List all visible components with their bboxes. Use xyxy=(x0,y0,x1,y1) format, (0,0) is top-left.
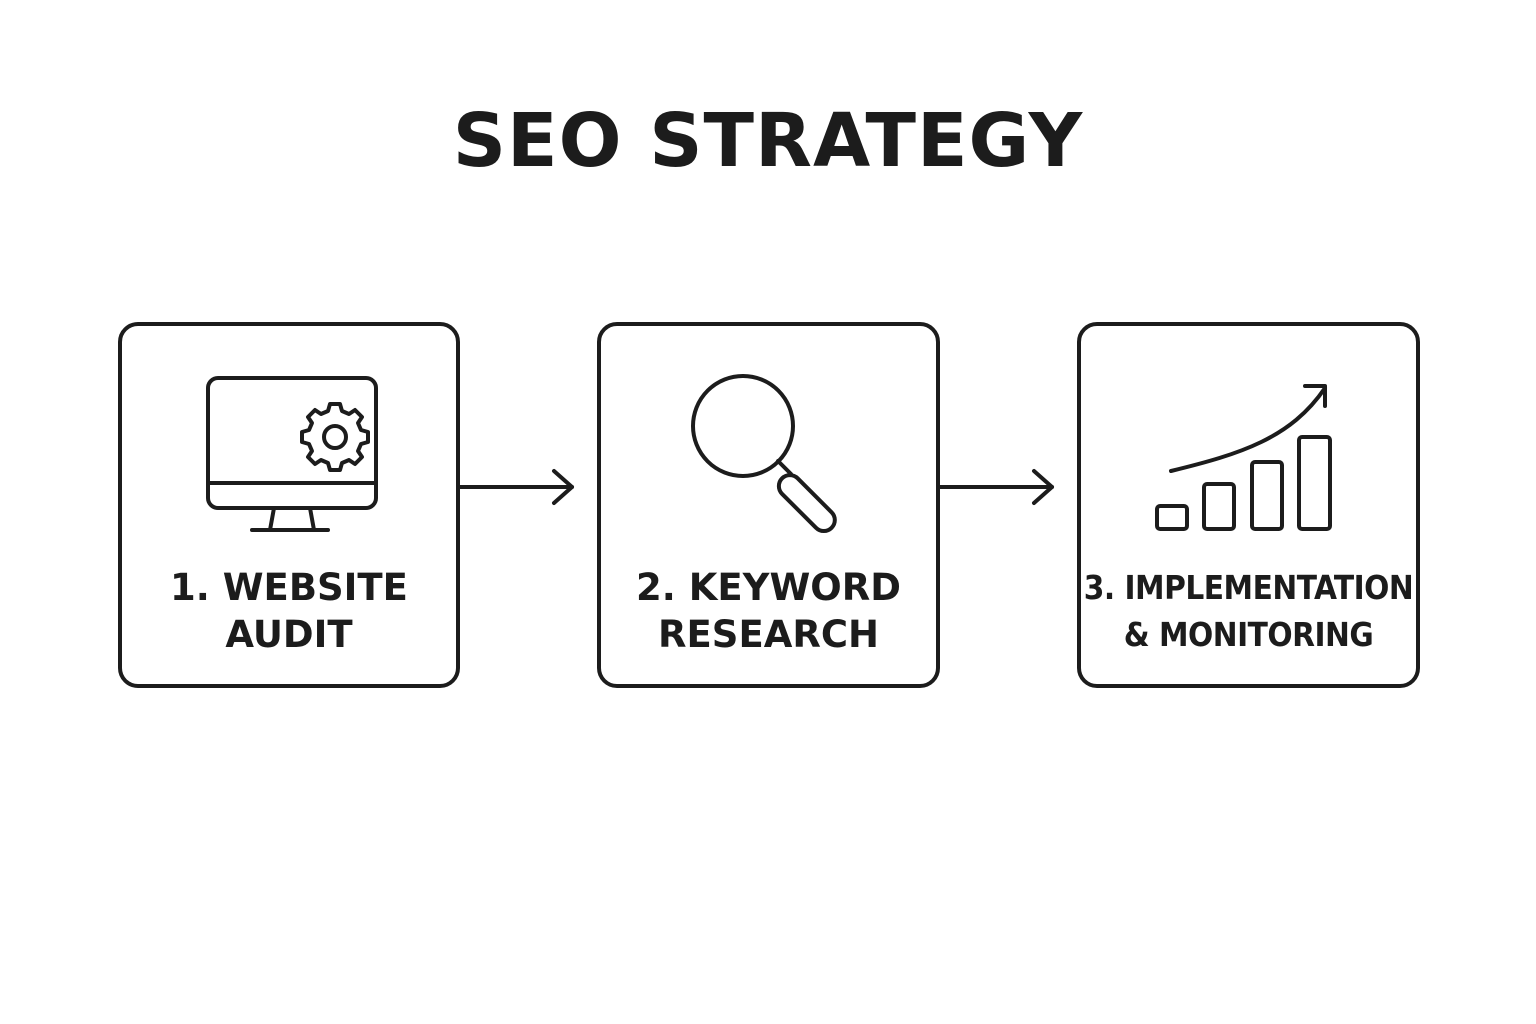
arrow-right-icon xyxy=(460,469,574,505)
step-label-implementation-monitoring: 3. IMPLEMENTATION & MONITORING xyxy=(1081,564,1416,658)
step-card-website-audit: 1. WEBSITE AUDIT xyxy=(118,322,460,688)
step-label-line: RESEARCH xyxy=(658,613,879,656)
step-label-line: 2. KEYWORD xyxy=(636,566,901,609)
step-label-line: & MONITORING xyxy=(1123,615,1374,654)
step-label-line: AUDIT xyxy=(225,613,353,656)
monitor-gear-icon xyxy=(206,376,378,532)
magnifying-glass-icon xyxy=(691,374,837,534)
arrow-right-icon xyxy=(940,469,1054,505)
diagram-title: SEO STRATEGY xyxy=(452,98,1084,184)
step-label-keyword-research: 2. KEYWORD RESEARCH xyxy=(601,564,936,658)
step-label-line: 1. WEBSITE xyxy=(170,566,408,609)
step-card-keyword-research: 2. KEYWORD RESEARCH xyxy=(597,322,940,688)
step-label-website-audit: 1. WEBSITE AUDIT xyxy=(122,564,456,658)
step-label-line: 3. IMPLEMENTATION xyxy=(1083,568,1414,607)
growth-chart-icon xyxy=(1155,384,1332,531)
step-card-implementation-monitoring: 3. IMPLEMENTATION & MONITORING xyxy=(1077,322,1420,688)
